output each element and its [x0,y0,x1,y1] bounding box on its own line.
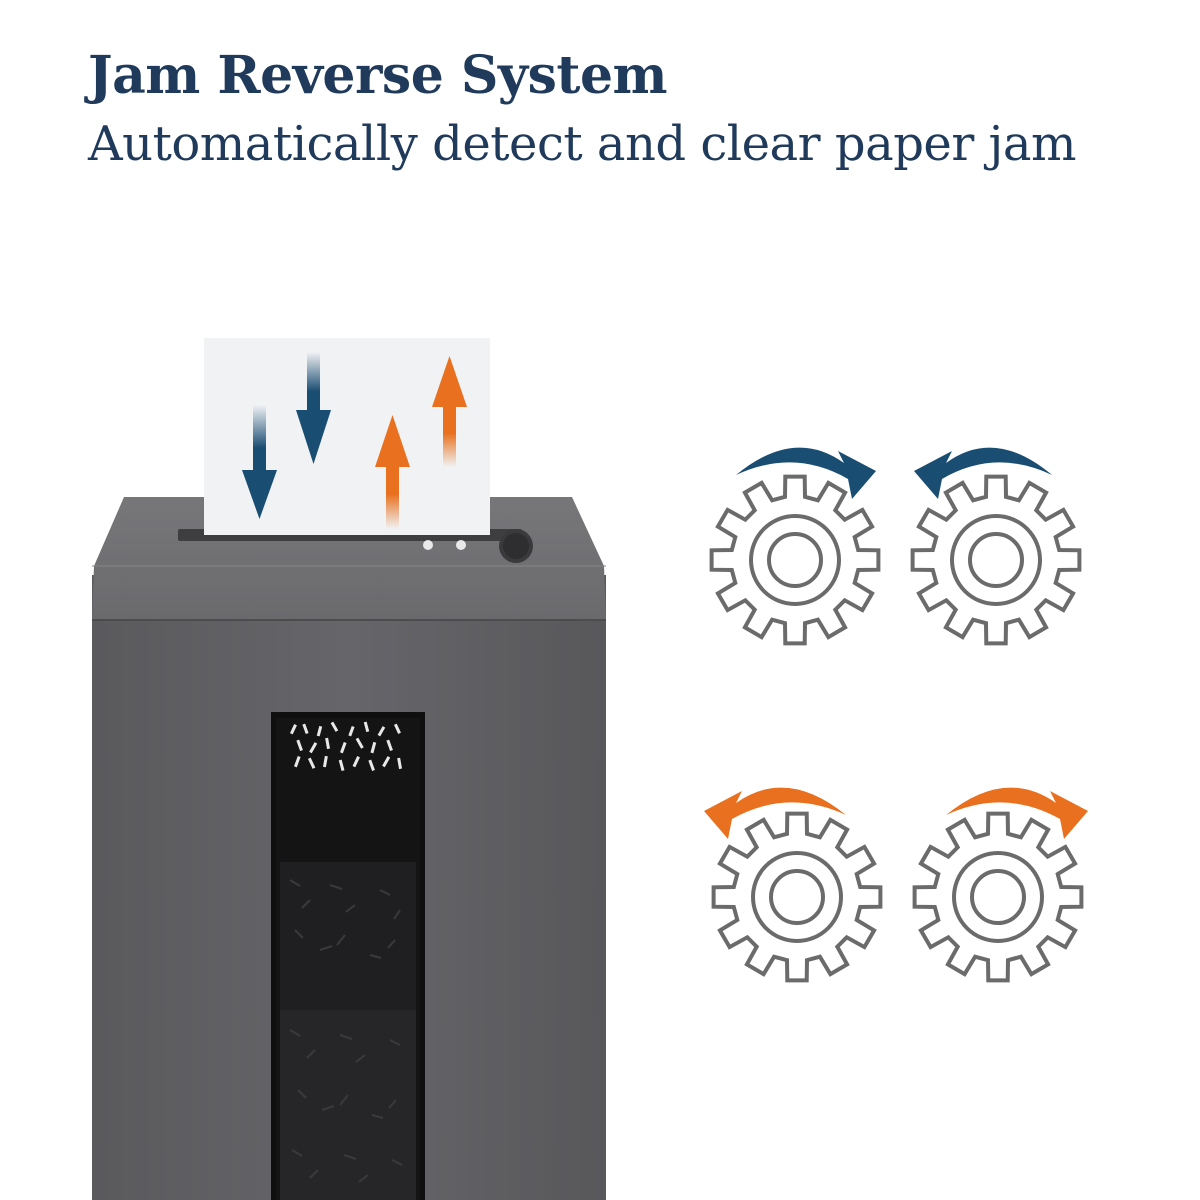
gear-icon [912,811,1084,983]
down-arrow-icon [296,352,331,464]
rotation-arrow-icon [914,447,1052,499]
up-arrow-icon [432,356,467,467]
gear-icon [910,474,1082,646]
rotation-arrow-icon [736,447,876,499]
page-title: Jam Reverse System [88,45,668,106]
paper-sheet [204,338,490,535]
up-arrow-icon [375,415,410,529]
gear-icon [709,474,881,646]
status-light [456,540,466,550]
rotation-arrow-icon [946,787,1088,839]
page-subtitle: Automatically detect and clear paper jam [88,116,1077,172]
gear-icon [711,811,883,983]
shred-pile [289,879,403,1183]
status-light [423,540,433,550]
down-arrow-icon [242,405,277,519]
rotation-arrow-icon [704,787,846,839]
paper-shreds [289,721,403,772]
